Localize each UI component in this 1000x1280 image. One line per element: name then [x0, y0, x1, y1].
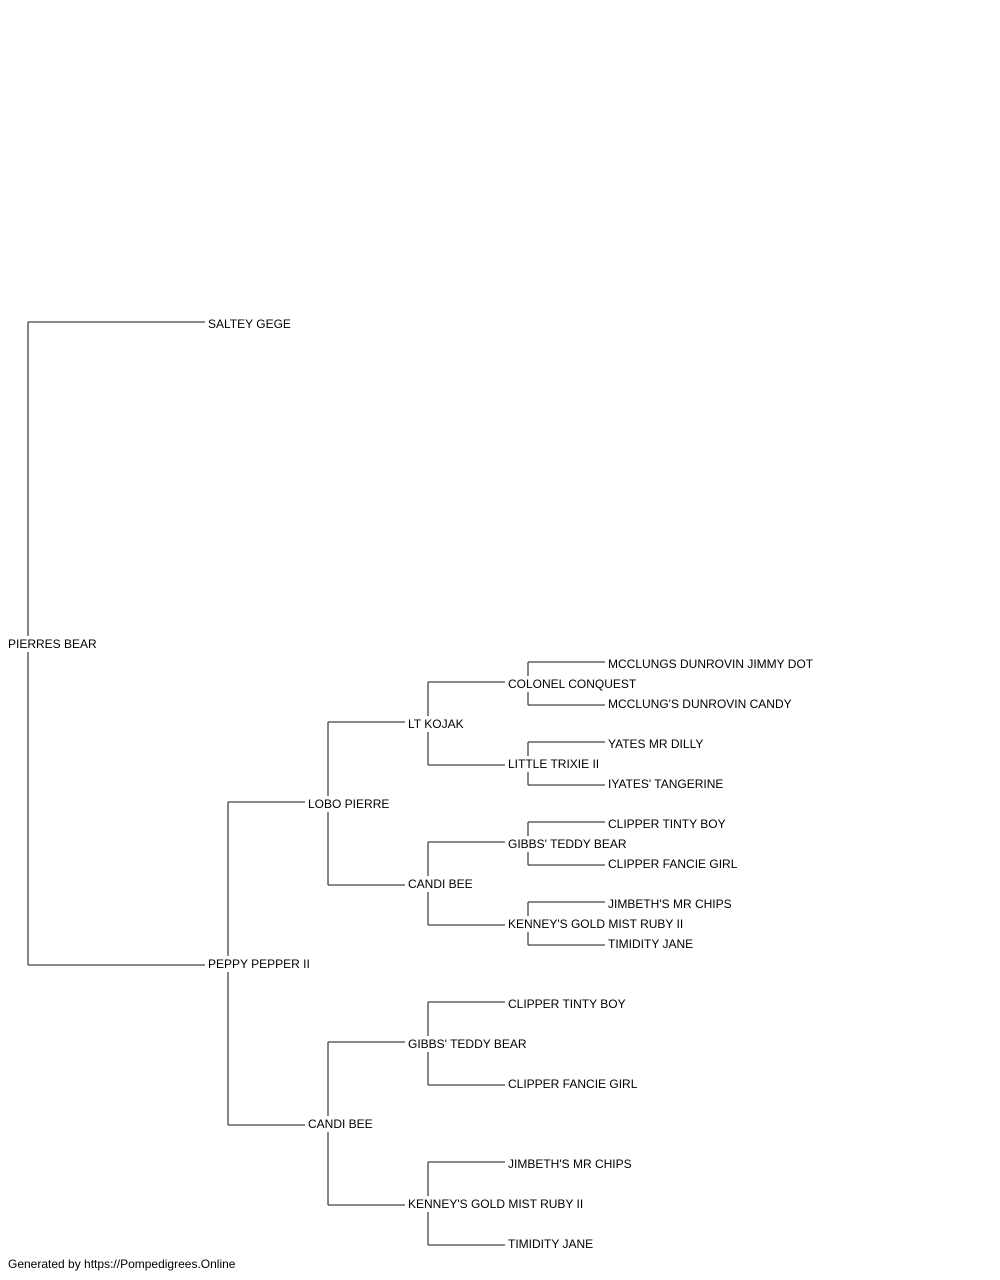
- dam-dam-dam-sire-name: JIMBETH'S MR CHIPS: [508, 1157, 632, 1171]
- dam-dam-dam-name: KENNEY'S GOLD MIST RUBY II: [408, 1197, 583, 1211]
- dam-sire-sire-dam-dam-name: IYATES' TANGERINE: [608, 777, 723, 791]
- dam-sire-dam-dam-name: KENNEY'S GOLD MIST RUBY II: [508, 917, 683, 931]
- connector-lines: [27, 321, 605, 1246]
- dam-sire-dam-sire-dam-name: CLIPPER FANCIE GIRL: [608, 857, 738, 871]
- dam-sire-sire-name: LT KOJAK: [408, 717, 464, 731]
- dam-dam-sire-sire-name: CLIPPER TINTY BOY: [508, 997, 626, 1011]
- dam-sire-dam-sire-sire-name: CLIPPER TINTY BOY: [608, 817, 726, 831]
- footer-credit: Generated by https://Pompedigrees.Online: [8, 1257, 236, 1271]
- dam-dam-sire-dam-name: CLIPPER FANCIE GIRL: [508, 1077, 638, 1091]
- dam-sire-dam-sire-name: GIBBS' TEDDY BEAR: [508, 837, 627, 851]
- dam-sire-sire-sire-name: COLONEL CONQUEST: [508, 677, 637, 691]
- dam-sire-dam-dam-sire-name: JIMBETH'S MR CHIPS: [608, 897, 732, 911]
- dam-dam-name: CANDI BEE: [308, 1117, 373, 1131]
- dam-sire-sire-sire-dam-name: MCCLUNG'S DUNROVIN CANDY: [608, 697, 792, 711]
- dam-dam-sire-name: GIBBS' TEDDY BEAR: [408, 1037, 527, 1051]
- dam-sire-dam-name: CANDI BEE: [408, 877, 473, 891]
- sire-name: SALTEY GEGE: [208, 317, 291, 331]
- dam-name: PEPPY PEPPER II: [208, 957, 310, 971]
- dam-sire-name: LOBO PIERRE: [308, 797, 389, 811]
- dam-dam-dam-dam-name: TIMIDITY JANE: [508, 1237, 593, 1251]
- dam-sire-dam-dam-dam-name: TIMIDITY JANE: [608, 937, 693, 951]
- dam-sire-sire-sire-sire-name: MCCLUNGS DUNROVIN JIMMY DOT: [608, 657, 814, 671]
- dam-sire-sire-dam-name: LITTLE TRIXIE II: [508, 757, 599, 771]
- dam-sire-sire-dam-sire-name: YATES MR DILLY: [608, 737, 703, 751]
- subject-name: PIERRES BEAR: [8, 637, 97, 651]
